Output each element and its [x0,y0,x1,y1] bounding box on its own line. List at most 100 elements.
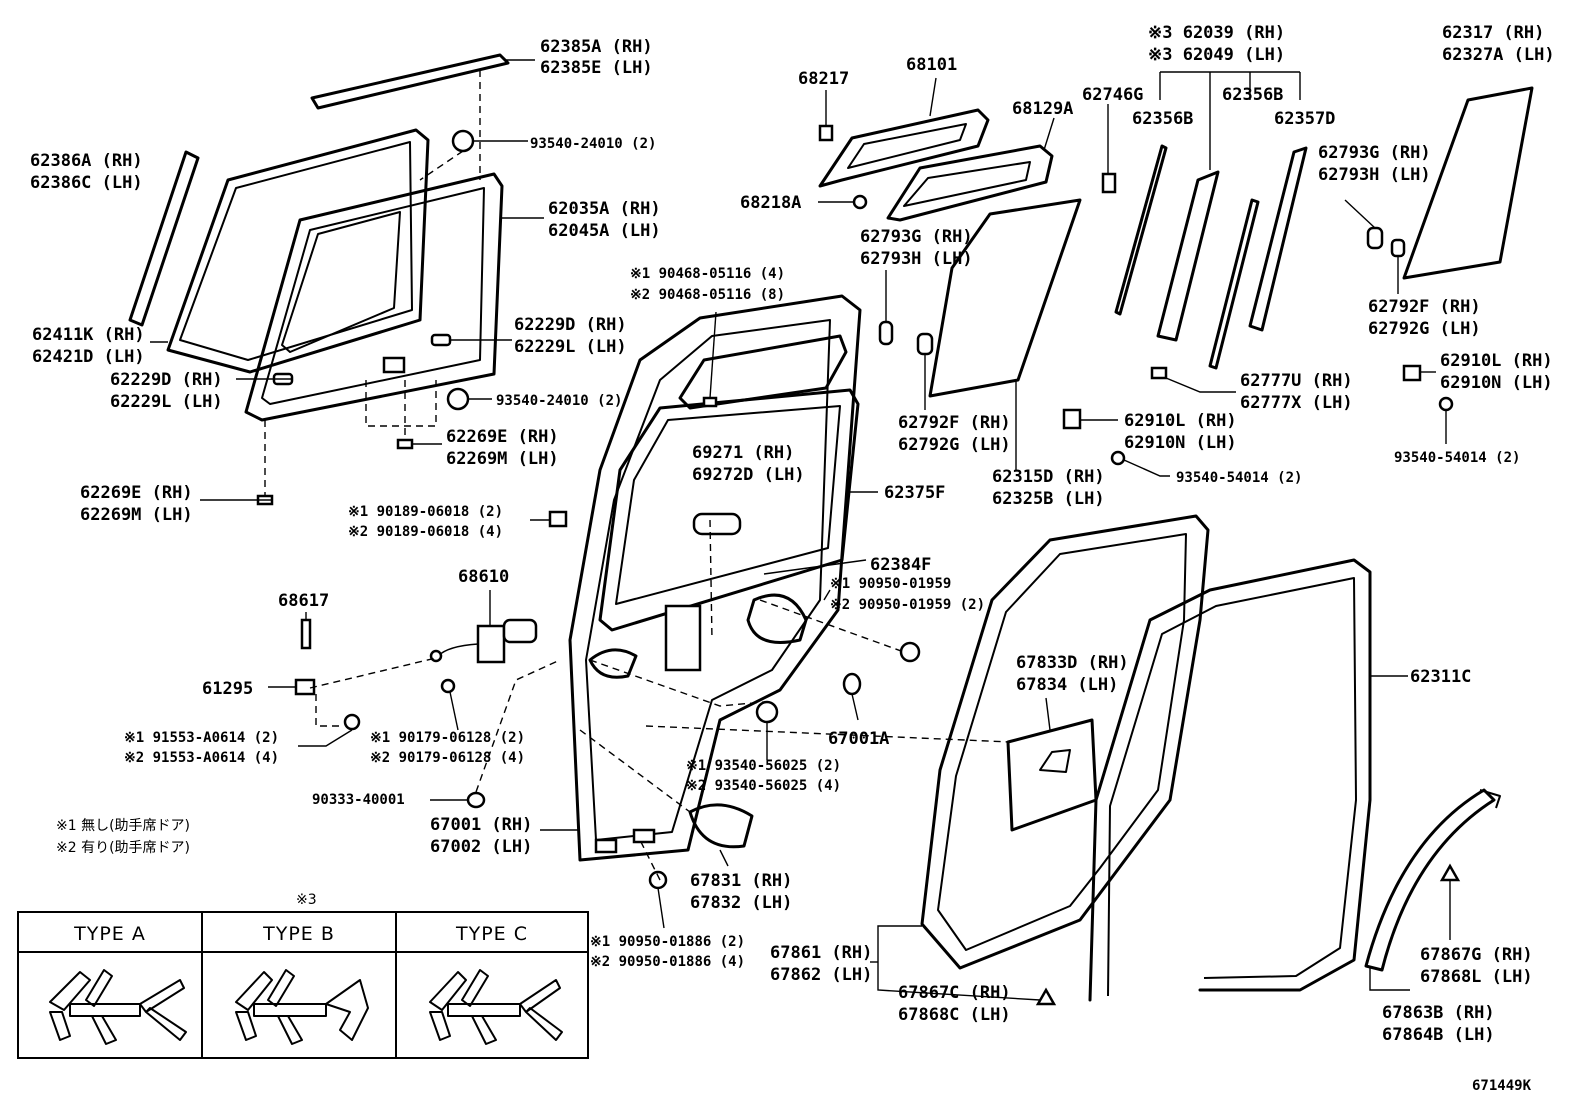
door-upper-opening [678,334,848,410]
glass-clip-a [916,332,934,356]
glass-run-channel [1156,170,1220,342]
screw-s-icon [755,700,779,724]
arc-weatherstrip-67863b [1364,788,1496,972]
cover-67831 [688,803,754,849]
bolt-90179 [440,678,456,694]
callout-67861: 67861 (RH)67862 (LH) [770,943,872,985]
callout-93540-54014-mid: 93540-54014 (2) [1176,470,1302,486]
window-run-channel [244,172,504,422]
callout-62386a: 62386A (RH)62386C (LH) [30,151,143,193]
callout-93540-56025: ※1 93540-56025 (2)※2 93540-56025 (4) [686,758,841,794]
callout-67001a: 67001A [828,729,889,749]
callout-62910l-right: 62910L (RH)62910N (LH) [1440,351,1553,393]
callout-62311c: 62311C [1410,667,1471,687]
clip-90189 [548,510,568,528]
type-c-profile [429,969,563,1045]
callout-62384f: 62384F [870,555,931,575]
callout-62229d-left: 62229D (RH)62229L (LH) [110,370,223,412]
door-weatherstrip-67861 [920,514,1210,970]
clip-62229d-b [430,333,452,347]
callout-62746g: 62746G [1082,85,1143,105]
callout-90468-05116: ※1 90468-05116 (4)※2 90468-05116 (8) [630,266,785,303]
callout-61295: 61295 [202,679,253,699]
callout-62375f: 62375F [884,483,945,503]
quarter-glass [1402,86,1534,280]
handle-69271 [692,512,742,536]
callout-67867g: 67867G (RH)67868L (LH) [1420,945,1533,987]
callout-62269e-left: 62269E (RH)62269M (LH) [80,483,193,525]
footnotes: ※1 無し(助手席ドア) ※2 有り(助手席ドア) [56,818,190,856]
clip-90468 [702,396,718,408]
bracket-62777u [1150,366,1168,380]
glass-run-strip-a [1114,144,1168,316]
door-weatherstrip-62311c [1088,558,1372,1002]
door-hole-a [588,648,638,679]
glass-clip-b [878,320,894,346]
callout-62315d: 62315D (RH)62325B (LH) [992,467,1105,509]
callout-67833d: 67833D (RH)67834 (LH) [1016,653,1129,695]
plug-90950-01959 [899,641,921,663]
leader-lines [150,59,1451,1001]
callout-67001: 67001 (RH)67002 (LH) [430,815,532,857]
nut-68218a [852,194,868,210]
bolt-93540-b [1110,450,1126,466]
callout-62411k: 62411K (RH)62421D (LH) [32,325,145,367]
callout-68617: 68617 [278,591,329,611]
callout-90333-40001: 90333-40001 [312,792,405,808]
plug-90950-01886 [648,870,668,890]
bracket-62910l-b [1062,408,1082,430]
pin-68617 [300,618,312,650]
door-window-frame-62375f [598,388,860,632]
glass-run-strip-b [1208,198,1260,370]
callout-93540-24010-mid: 93540-24010 (2) [496,393,622,409]
callout-90189-06018: ※1 90189-06018 (2)※2 90189-06018 (4) [348,504,503,540]
callout-90179-06128: ※1 90179-06128 (2)※2 90179-06128 (4) [370,730,525,766]
part-drawings [128,53,1534,1006]
glass-run-strip-c [1248,146,1308,332]
trim-board-67833d [1006,718,1098,832]
vent-window-glass [818,108,990,188]
window-side-strip [128,150,200,327]
diagram-code: 671449K [1472,1078,1532,1094]
screw-s-icon [446,387,470,411]
door-tab-b [632,828,656,844]
callout-68218a: 68218A [740,193,801,213]
clip-67867c [1035,987,1057,1006]
note-1: ※1 無し(助手席ドア) [56,818,190,834]
callout-68217: 68217 [798,69,849,89]
callout-62792f-mid: 62792F (RH)62792G (LH) [898,413,1011,455]
bracket-62910l-a [1402,364,1422,382]
lock-actuator-68610 [476,624,506,664]
callout-62356b-b: 62356B [1222,85,1283,105]
bolt-93540-a [1438,396,1454,412]
callout-68610: 68610 [458,567,509,587]
callout-90950-01959: ※1 90950-01959※2 90950-01959 (2) [830,576,985,613]
note-2: ※2 有り(助手席ドア) [56,840,190,856]
callout-62269e-mid: 62269E (RH)62269M (LH) [446,427,559,469]
callout-67867c: 67867C (RH)67868C (LH) [898,983,1011,1025]
quarter-clip-b [1390,238,1406,258]
type-a-header: TYPE A [73,923,146,945]
plug-90333 [466,791,486,809]
callout-93540-24010-top: 93540-24010 (2) [530,136,656,152]
callout-68129a: 68129A [1012,99,1073,119]
vent-window-frame [886,144,1054,222]
grommet-67001a [842,672,862,696]
door-cutout [664,604,702,672]
clip-68217 [818,124,834,142]
window-top-seal [310,53,510,110]
callout-67831: 67831 (RH)67832 (LH) [690,871,792,913]
screw-s-icon [451,129,475,153]
callout-68101: 68101 [906,55,957,75]
callout-62792f-right: 62792F (RH)62792G (LH) [1368,297,1481,339]
callout-93540-54014-right: 93540-54014 (2) [1394,450,1520,466]
callout-62910l-mid: 62910L (RH)62910N (LH) [1124,411,1237,453]
door-inner-panel [568,294,862,862]
callout-62039: ※3 62039 (RH)※3 62049 (LH) [1148,23,1285,65]
callout-62777u: 62777U (RH)62777X (LH) [1240,371,1353,413]
callout-62385a: 62385A (RH)62385E (LH) [540,37,653,78]
clip-62746g [1101,172,1117,194]
callout-62356b-a: 62356B [1132,109,1193,129]
